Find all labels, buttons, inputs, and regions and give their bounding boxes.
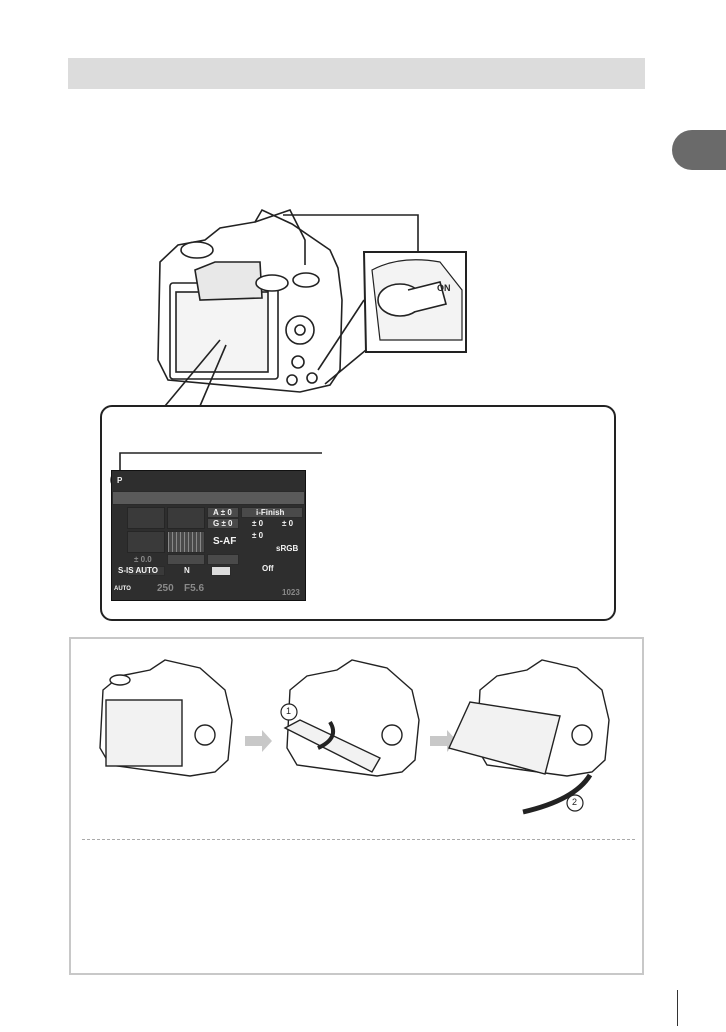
tips-divider [82,839,635,840]
cell-flash [127,531,165,553]
camera-step-flip [283,659,420,777]
af-mode: S-AF [213,536,237,547]
sat: ± 0 [252,531,264,540]
power-switch-inset: ON [362,251,467,353]
camera-step-tilted [448,659,610,815]
top-strip [112,491,305,505]
cell-left-1 [127,507,165,529]
shutter-speed: 250 [157,583,174,594]
cell-aspect [211,566,231,576]
step-arrow-1 [245,730,272,752]
cell-meter [207,554,239,565]
shots-remaining: 1023 [282,588,300,597]
camera-back-illustration: ON [157,208,467,407]
color-space: sRGB [276,544,299,553]
sharp: ± 0 [252,519,264,528]
cell-wb-g [207,518,239,529]
wb-a: A ± 0 [213,508,232,517]
picture-mode-off: Off [262,564,274,573]
cell-left-2 [167,507,205,529]
step-label-2: 2 [572,797,578,807]
section-title-bar [68,58,645,89]
camera-step-closed [99,659,233,777]
cell-finish [241,507,303,518]
step-marker-1 [280,703,298,721]
page-number-rule [677,990,678,1026]
mode-badge: P [117,476,123,485]
cell-af-grid [167,531,205,553]
cell-drive [167,554,205,565]
aperture: F5.6 [184,583,205,594]
camera-body [157,208,343,393]
cell-stab [127,566,165,576]
iso-label: AUTO [114,586,131,592]
contrast: ± 0 [282,519,294,528]
svg-text:ON: ON [437,283,451,293]
step-marker-2 [566,794,584,812]
cell-wb [207,507,239,518]
chapter-tab [672,130,726,170]
step-label-1: 1 [286,706,292,716]
live-control-screen: P A ± 0 i-Finish G ± 0 ± 0 ± 0 S-AF ± 0 … [111,470,306,601]
monitor-tilt-illustrations [99,659,610,815]
stabilizer: S-IS AUTO [118,566,159,575]
wb-g: G ± 0 [213,519,233,528]
flash-comp: ± 0.0 [134,555,152,564]
quality: N [184,566,190,575]
finish-label: i-Finish [256,508,285,517]
